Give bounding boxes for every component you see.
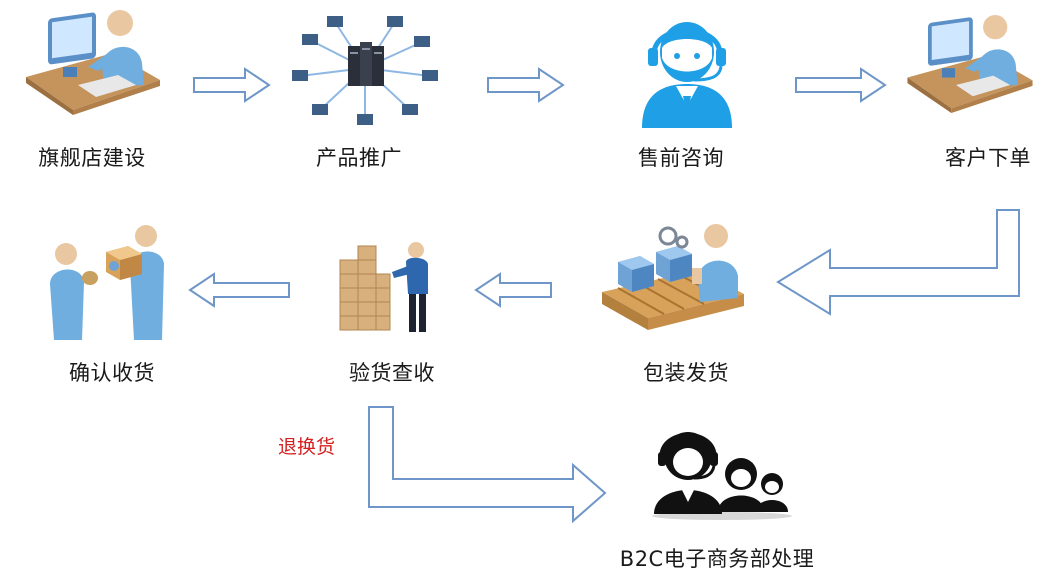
flow-arrow-right [487, 67, 565, 103]
flow-arrow-elbow [776, 209, 1020, 316]
person-at-computer-icon [907, 15, 1033, 113]
step-label: 验货查收 [349, 361, 435, 385]
support-team-icon [652, 432, 792, 520]
server-network-icon [292, 16, 438, 125]
packaging-conveyor-icon [602, 224, 744, 330]
inspect-boxes-icon [339, 242, 428, 332]
step-label: 旗舰店建设 [38, 146, 146, 170]
flow-arrow-right [795, 67, 887, 103]
handover-package-icon [50, 225, 164, 340]
flow-arrow-left [474, 272, 552, 308]
flow-arrow-return [368, 406, 607, 524]
step-label: 确认收货 [69, 361, 155, 385]
step-label: B2C电子商务部处理 [619, 547, 815, 571]
return-exchange-note: 退换货 [278, 436, 336, 458]
person-at-computer-icon [26, 10, 160, 115]
headset-agent-icon [642, 22, 732, 128]
flow-arrow-left [188, 272, 290, 308]
step-label: 包装发货 [643, 361, 729, 385]
step-label: 客户下单 [945, 146, 1031, 170]
flow-arrow-right [193, 67, 271, 103]
step-label: 产品推广 [316, 146, 402, 170]
step-label: 售前咨询 [638, 146, 724, 170]
